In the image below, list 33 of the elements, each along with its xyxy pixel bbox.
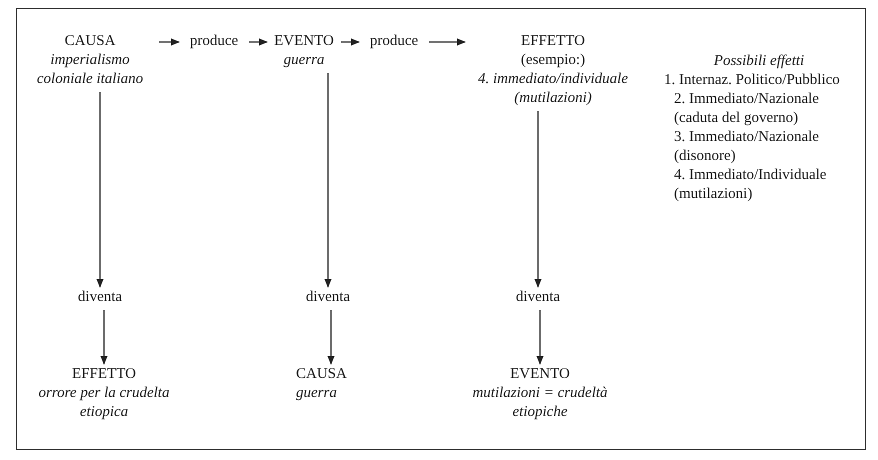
- list-item: 2. Immediato/Nazionale (caduta del governo): [674, 90, 820, 128]
- node-text: diventa: [514, 288, 562, 307]
- list-item: 1. Internaz. Politico/Pubblico: [664, 71, 841, 90]
- node-text: diventa: [76, 288, 124, 307]
- node-text: imperialismo coloniale italiano: [36, 51, 144, 89]
- heading-text: EVENTO: [509, 365, 571, 384]
- node-text: guerra: [296, 384, 338, 403]
- node-text: diventa: [304, 288, 352, 307]
- node-text: 4. immediato/individuale (mutilazioni): [477, 70, 629, 108]
- arrow: [249, 38, 268, 46]
- node-text: produce: [368, 32, 420, 51]
- arrow: [100, 310, 108, 365]
- list-item: 3. Immediato/Nazionale (disonore): [674, 128, 820, 166]
- node-text: mutilazioni = crudeltà etiopiche: [471, 384, 609, 422]
- heading-text: EVENTO: [273, 32, 335, 51]
- node-text: guerra: [282, 51, 326, 70]
- arrow: [159, 38, 180, 46]
- heading-text: CAUSA: [296, 365, 348, 384]
- heading-text: EFFETTO: [520, 32, 586, 51]
- node-text: orrore per la crudelta etiopica: [38, 384, 170, 422]
- heading-text: EFFETTO: [71, 365, 137, 384]
- arrow: [429, 38, 466, 46]
- arrow: [341, 38, 360, 46]
- arrow: [536, 310, 544, 365]
- list-heading: Possibili effetti: [712, 52, 806, 71]
- heading-text: CAUSA: [64, 32, 116, 51]
- list-item: 4. Immediato/Individuale (mutilazioni): [674, 166, 828, 204]
- arrow: [324, 73, 332, 288]
- node-text: (esempio:): [520, 51, 586, 70]
- arrow: [534, 111, 542, 288]
- node-text: produce: [188, 32, 240, 51]
- arrow: [96, 92, 104, 288]
- arrow: [327, 310, 335, 365]
